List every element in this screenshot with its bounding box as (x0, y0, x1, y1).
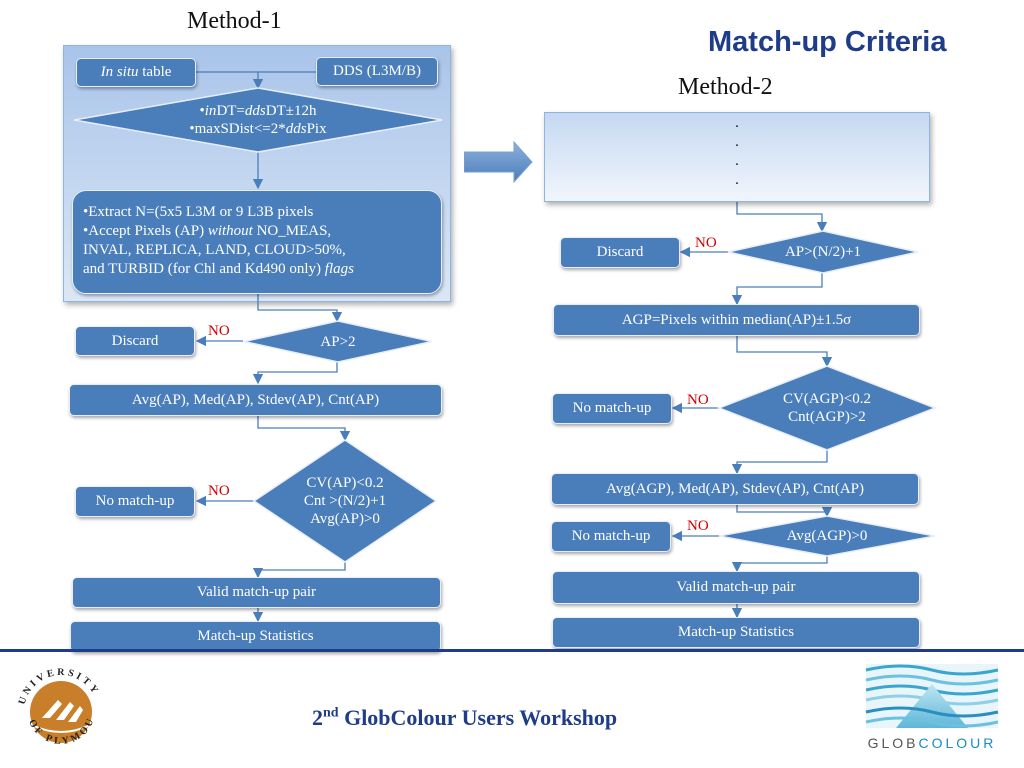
method1-stats-box: Match-up Statistics (70, 621, 441, 652)
method1-no-label-1: NO (208, 323, 230, 339)
method1-avg-box: Avg(AP), Med(AP), Stdev(AP), Cnt(AP) (69, 384, 442, 416)
extract-line-1: •Extract N=(5x5 L3M or 9 L3B pixels (83, 204, 314, 220)
dds-box: DDS (L3M/B) (316, 57, 438, 86)
insitu-table-box: In situ table (76, 58, 196, 87)
extract-line-2: •Accept Pixels (AP) without NO_MEAS, (83, 223, 332, 239)
method2-heading: Method-2 (678, 74, 773, 100)
diamond-shape (718, 515, 936, 557)
method2-ellipsis: . . . . (735, 115, 739, 188)
insitu-italic-text: In situ (100, 64, 139, 80)
dds-text: DDS (L3M/B) (333, 63, 421, 79)
globcolour-logo: GLOBCOLOUR (865, 664, 999, 751)
slide-title: Match-up Criteria (708, 26, 947, 58)
method2-no-label-3: NO (687, 518, 709, 534)
diamond-shape (252, 439, 438, 563)
method2-no-label-2: NO (687, 392, 709, 408)
method1-nomatch-box: No match-up (75, 486, 195, 517)
method1-cv-diamond: CV(AP)<0.2 Cnt >(N/2)+1 Avg(AP)>0 (252, 439, 438, 563)
method2-nomatch-box-2: No match-up (551, 521, 671, 552)
extract-line-4: and TURBID (for Chl and Kd490 only) flag… (83, 261, 354, 277)
method1-discard-box: Discard (75, 326, 195, 356)
method2-agp-box: AGP=Pixels within median(AP)±1.5σ (553, 304, 920, 336)
method2-ap-diamond: AP>(N/2)+1 (727, 230, 919, 274)
university-of-plymouth-logo: UNIVERSITY OF PLYMOUTH (10, 656, 99, 747)
method1-heading: Method-1 (187, 8, 282, 34)
diamond-shape (73, 87, 443, 153)
diamond-line-1: •inDT=ddsDT±12h (199, 103, 317, 119)
method1-valid-box: Valid match-up pair (72, 577, 441, 608)
diamond-line-2: •maxSDist<=2*ddsPix (189, 121, 327, 137)
method2-avg-diamond: Avg(AGP)>0 (718, 515, 936, 557)
footer-divider (0, 649, 1024, 652)
svg-text:GLOBCOLOUR: GLOBCOLOUR (868, 735, 997, 751)
method2-discard-box: Discard (560, 237, 680, 268)
method1-no-label-2: NO (208, 483, 230, 499)
diamond-shape (727, 230, 919, 274)
diamond-shape (716, 365, 938, 451)
method2-valid-box: Valid match-up pair (552, 571, 920, 604)
method2-nomatch-box-1: No match-up (552, 393, 672, 424)
insitu-rest-text: table (138, 64, 172, 80)
m1-line-insitu (196, 71, 264, 90)
method2-cv-diamond: CV(AGP)<0.2 Cnt(AGP)>2 (716, 365, 938, 451)
right-arrow-icon (464, 140, 533, 184)
method1-ap-diamond: AP>2 (243, 320, 433, 363)
extract-pixels-box: •Extract N=(5x5 L3M or 9 L3B pixels •Acc… (72, 190, 442, 294)
method2-panel (544, 112, 930, 202)
method2-avg-box: Avg(AGP), Med(AP), Stdev(AP), Cnt(AP) (551, 473, 919, 505)
diamond-shape (243, 320, 433, 363)
workshop-title: 2nd GlobColour Users Workshop (312, 705, 618, 730)
method1-time-distance-diamond: •inDT=ddsDT±12h •maxSDist<=2*ddsPix (73, 87, 443, 153)
method2-stats-box: Match-up Statistics (552, 617, 920, 648)
method2-no-label-1: NO (695, 235, 717, 251)
extract-line-3: INVAL, REPLICA, LAND, CLOUD>50%, (83, 242, 346, 258)
